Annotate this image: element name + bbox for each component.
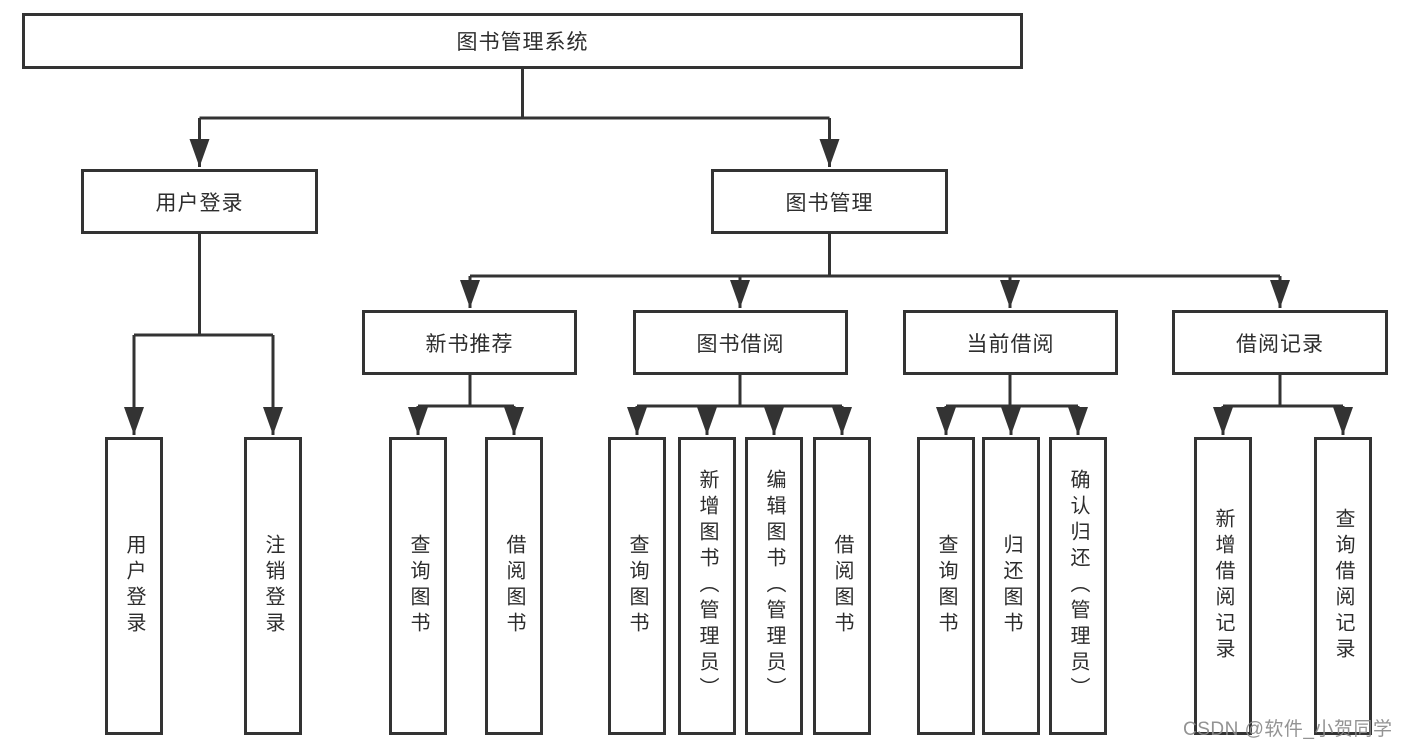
leaf-confirm-return-admin-label: 确认归还（管理员） [1067,469,1089,703]
node-user-login-branch-label: 用户登录 [155,191,244,215]
leaf-query-books-1-label: 查询图书 [407,534,429,638]
leaf-query-books-3: 查询图书 [917,437,975,735]
leaf-add-book-admin-label: 新增图书（管理员） [696,469,718,703]
leaf-borrow-books-2-label: 借阅图书 [831,534,853,638]
node-borrow-records-label: 借阅记录 [1236,332,1324,356]
leaf-logout-label: 注销登录 [262,534,284,638]
leaf-borrow-books-2: 借阅图书 [813,437,871,735]
leaf-user-login: 用户登录 [105,437,163,735]
leaf-confirm-return-admin: 确认归还（管理员） [1049,437,1107,735]
node-user-login-branch: 用户登录 [81,169,318,234]
node-new-book-recommend: 新书推荐 [362,310,577,375]
node-root: 图书管理系统 [22,13,1023,69]
node-root-label: 图书管理系统 [456,31,589,54]
leaf-query-books-1: 查询图书 [389,437,447,735]
leaf-logout: 注销登录 [244,437,302,735]
node-borrow-records: 借阅记录 [1172,310,1388,375]
node-current-borrowing-label: 当前借阅 [966,332,1055,356]
leaf-borrow-books-1: 借阅图书 [485,437,543,735]
leaf-add-borrow-record-label: 新增借阅记录 [1212,508,1234,664]
leaf-query-books-2-label: 查询图书 [626,534,648,638]
leaf-return-book-label: 归还图书 [1000,534,1022,638]
leaf-edit-book-admin-label: 编辑图书（管理员） [763,469,785,703]
leaf-user-login-label: 用户登录 [123,534,145,638]
node-new-book-recommend-label: 新书推荐 [425,332,514,356]
leaf-add-book-admin: 新增图书（管理员） [678,437,736,735]
leaf-query-borrow-record: 查询借阅记录 [1314,437,1372,735]
node-current-borrowing: 当前借阅 [903,310,1118,375]
leaf-borrow-books-1-label: 借阅图书 [503,534,525,638]
leaf-query-books-3-label: 查询图书 [935,534,957,638]
node-book-management: 图书管理 [711,169,948,234]
node-book-management-label: 图书管理 [785,191,874,215]
node-book-borrowing: 图书借阅 [633,310,848,375]
leaf-add-borrow-record: 新增借阅记录 [1194,437,1252,735]
leaf-edit-book-admin: 编辑图书（管理员） [745,437,803,735]
csdn-watermark: CSDN @软件_小贺同学 [1183,719,1393,740]
node-book-borrowing-label: 图书借阅 [696,332,785,356]
leaf-return-book: 归还图书 [982,437,1040,735]
leaf-query-books-2: 查询图书 [608,437,666,735]
leaf-query-borrow-record-label: 查询借阅记录 [1332,508,1354,664]
